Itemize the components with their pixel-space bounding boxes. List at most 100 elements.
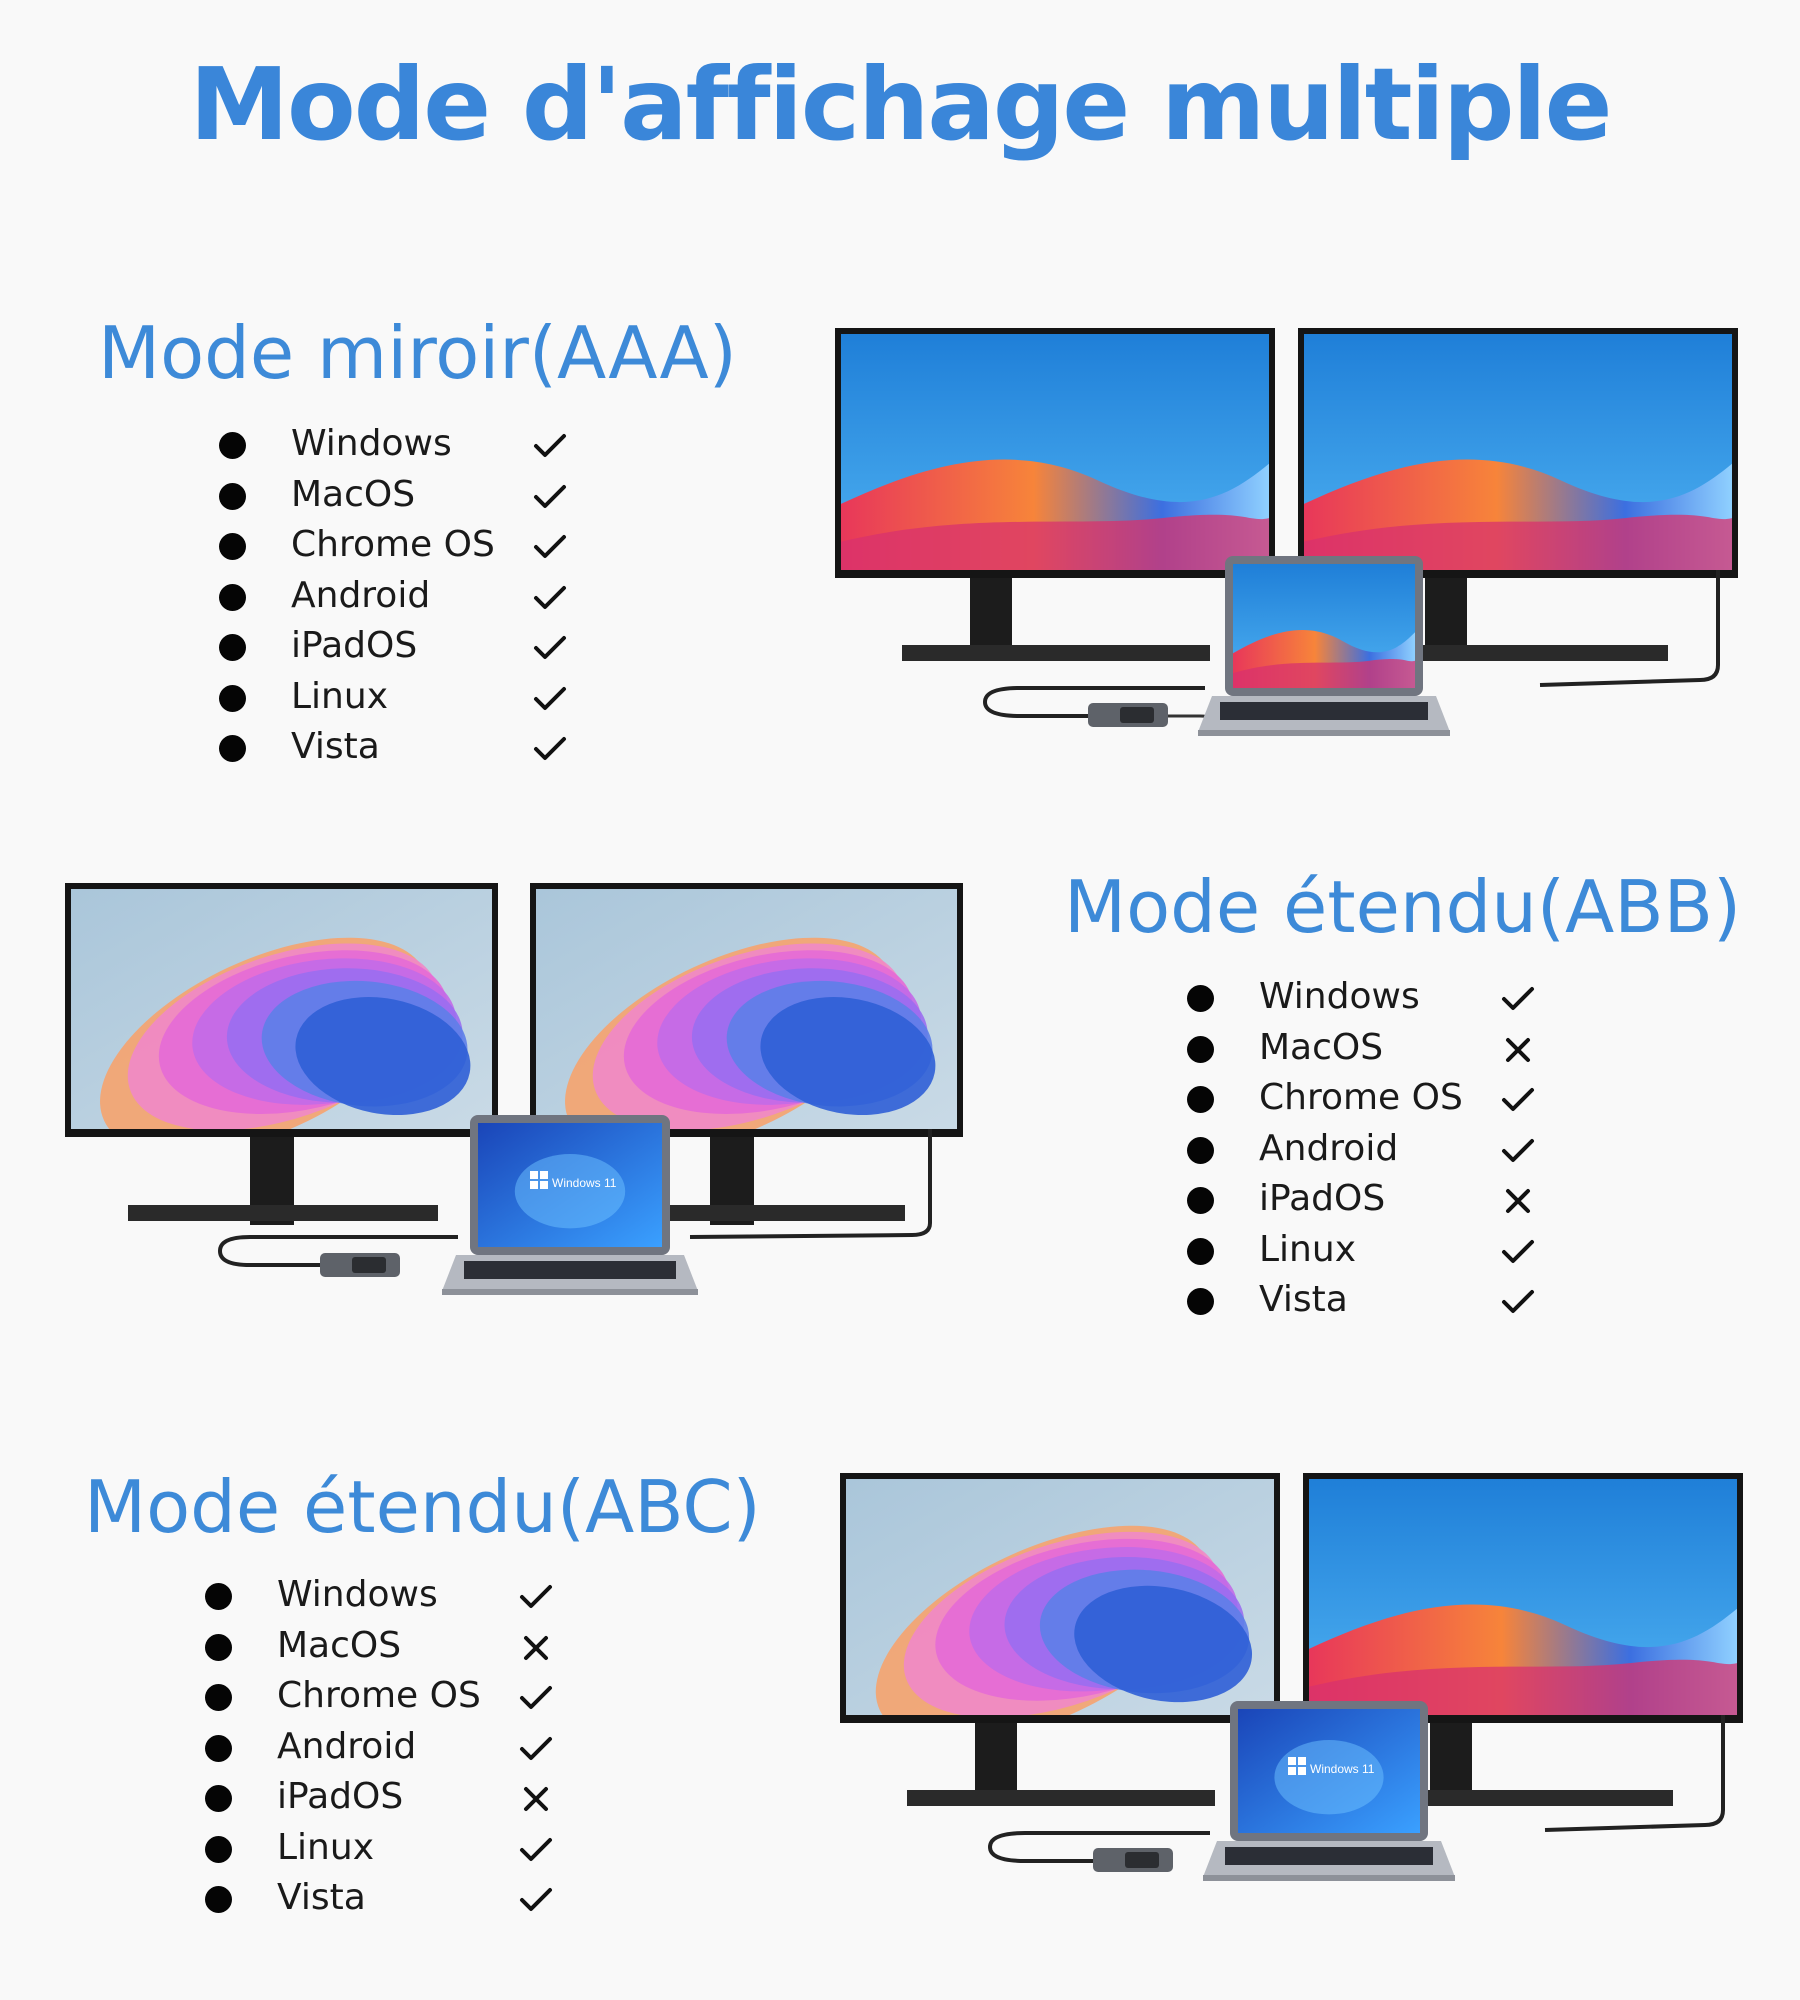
os-row: Linux — [1187, 1225, 1577, 1276]
bullet-icon — [205, 1633, 232, 1661]
monitor-left — [840, 1473, 1280, 1806]
os-row: MacOS — [1187, 1023, 1577, 1074]
laptop — [1198, 556, 1450, 736]
desert-wallpaper — [1304, 334, 1732, 570]
checkmark-icon — [1501, 1085, 1535, 1115]
os-name: Linux — [277, 1826, 374, 1868]
os-row: Chrome OS — [1187, 1073, 1577, 1124]
desert-wallpaper — [841, 334, 1269, 570]
checkmark-icon — [519, 1734, 553, 1764]
bullet-icon — [205, 1583, 232, 1610]
mirror-mode-setup-illustration — [820, 320, 1740, 740]
os-name: MacOS — [1259, 1026, 1384, 1068]
windows-11-label: Windows 11 — [1310, 1762, 1375, 1776]
bullet-icon — [205, 1785, 232, 1812]
hdmi-cable-left — [217, 1235, 458, 1267]
bullet-icon — [1187, 1288, 1214, 1315]
cross-icon — [1501, 1035, 1535, 1065]
os-name: Linux — [1259, 1228, 1356, 1270]
windows-11-label: Windows 11 — [552, 1176, 617, 1190]
os-row: Chrome OS — [205, 1671, 595, 1722]
cross-icon — [1501, 1186, 1535, 1216]
hdmi-cable-right — [689, 1129, 932, 1239]
bullet-icon — [1187, 1187, 1214, 1214]
bullet-icon — [219, 735, 246, 762]
checkmark-icon — [519, 1885, 553, 1915]
windows-11-wallpaper — [1238, 1709, 1420, 1833]
desert-wallpaper — [1309, 1479, 1737, 1715]
setup-svg: Windows 11 — [65, 883, 963, 1295]
os-name: Linux — [291, 675, 388, 717]
extended-abc-setup-illustration: Windows 11 — [825, 1465, 1745, 1885]
os-name: Vista — [277, 1877, 366, 1918]
checkmark-icon — [1501, 1237, 1535, 1267]
os-row: iPadOS — [219, 621, 609, 672]
os-row: iPadOS — [1187, 1174, 1577, 1225]
os-name: MacOS — [277, 1624, 402, 1666]
os-name: Windows — [291, 423, 452, 464]
monitor-left — [65, 883, 498, 1225]
page-title: Mode d'affichage multiple — [189, 46, 1613, 163]
checkmark-icon — [533, 684, 567, 714]
bullet-icon — [219, 482, 246, 510]
os-name: Vista — [1259, 1279, 1348, 1320]
os-row: Windows — [1187, 972, 1577, 1023]
os-name: Windows — [277, 1574, 438, 1615]
checkmark-icon — [1501, 1287, 1535, 1317]
monitor-left — [835, 328, 1275, 661]
desert-wallpaper — [1233, 564, 1415, 688]
os-row: Vista — [205, 1873, 595, 1924]
checkmark-icon — [519, 1683, 553, 1713]
windows-11-wallpaper — [478, 1123, 662, 1247]
hdmi-cable-right — [1539, 570, 1720, 687]
bullet-icon — [219, 583, 246, 611]
laptop: Windows 11 — [1203, 1701, 1455, 1881]
cross-icon — [519, 1633, 553, 1663]
checkmark-icon — [533, 633, 567, 663]
bullet-icon — [1187, 1035, 1214, 1063]
os-row: Android — [205, 1722, 595, 1773]
checkmark-icon — [1501, 1136, 1535, 1166]
os-name: Chrome OS — [1259, 1077, 1463, 1118]
hdmi-cable-right — [1544, 1715, 1725, 1832]
os-name: MacOS — [291, 473, 416, 515]
checkmark-icon — [533, 734, 567, 764]
os-row: Windows — [219, 419, 609, 470]
os-row: MacOS — [205, 1621, 595, 1672]
bullet-icon — [205, 1835, 232, 1863]
monitor-right — [1303, 1473, 1743, 1806]
os-name: Windows — [1259, 976, 1420, 1017]
windows-11-logo — [530, 1171, 548, 1189]
os-name: Android — [277, 1725, 417, 1767]
section-title-mirror: Mode miroir(AAA) — [98, 311, 737, 395]
os-name: iPadOS — [291, 625, 418, 666]
bullet-icon — [1187, 1136, 1214, 1164]
windows-11-logo — [1288, 1757, 1306, 1775]
setup-svg: Windows 11 — [840, 1473, 1743, 1881]
hdmi-cable-left — [982, 686, 1205, 718]
os-name: Vista — [291, 726, 380, 767]
bullet-icon — [1187, 1086, 1214, 1113]
checkmark-icon — [1501, 984, 1535, 1014]
os-name: iPadOS — [1259, 1178, 1386, 1219]
os-row: iPadOS — [205, 1772, 595, 1823]
checkmark-icon — [533, 431, 567, 461]
laptop: Windows 11 — [442, 1115, 698, 1295]
bullet-icon — [1187, 1237, 1214, 1265]
os-row: Linux — [205, 1823, 595, 1874]
bullet-icon — [1187, 985, 1214, 1012]
bullet-icon — [205, 1684, 232, 1711]
bullet-icon — [219, 684, 246, 712]
os-row: Vista — [219, 722, 609, 773]
checkmark-icon — [533, 583, 567, 613]
monitor-right — [530, 883, 963, 1225]
checkmark-icon — [533, 532, 567, 562]
bullet-icon — [219, 634, 246, 661]
setup-svg — [835, 328, 1738, 736]
os-row: MacOS — [219, 470, 609, 521]
section-title-extended-abb: Mode étendu(ABB) — [1064, 865, 1742, 949]
bullet-icon — [205, 1734, 232, 1762]
